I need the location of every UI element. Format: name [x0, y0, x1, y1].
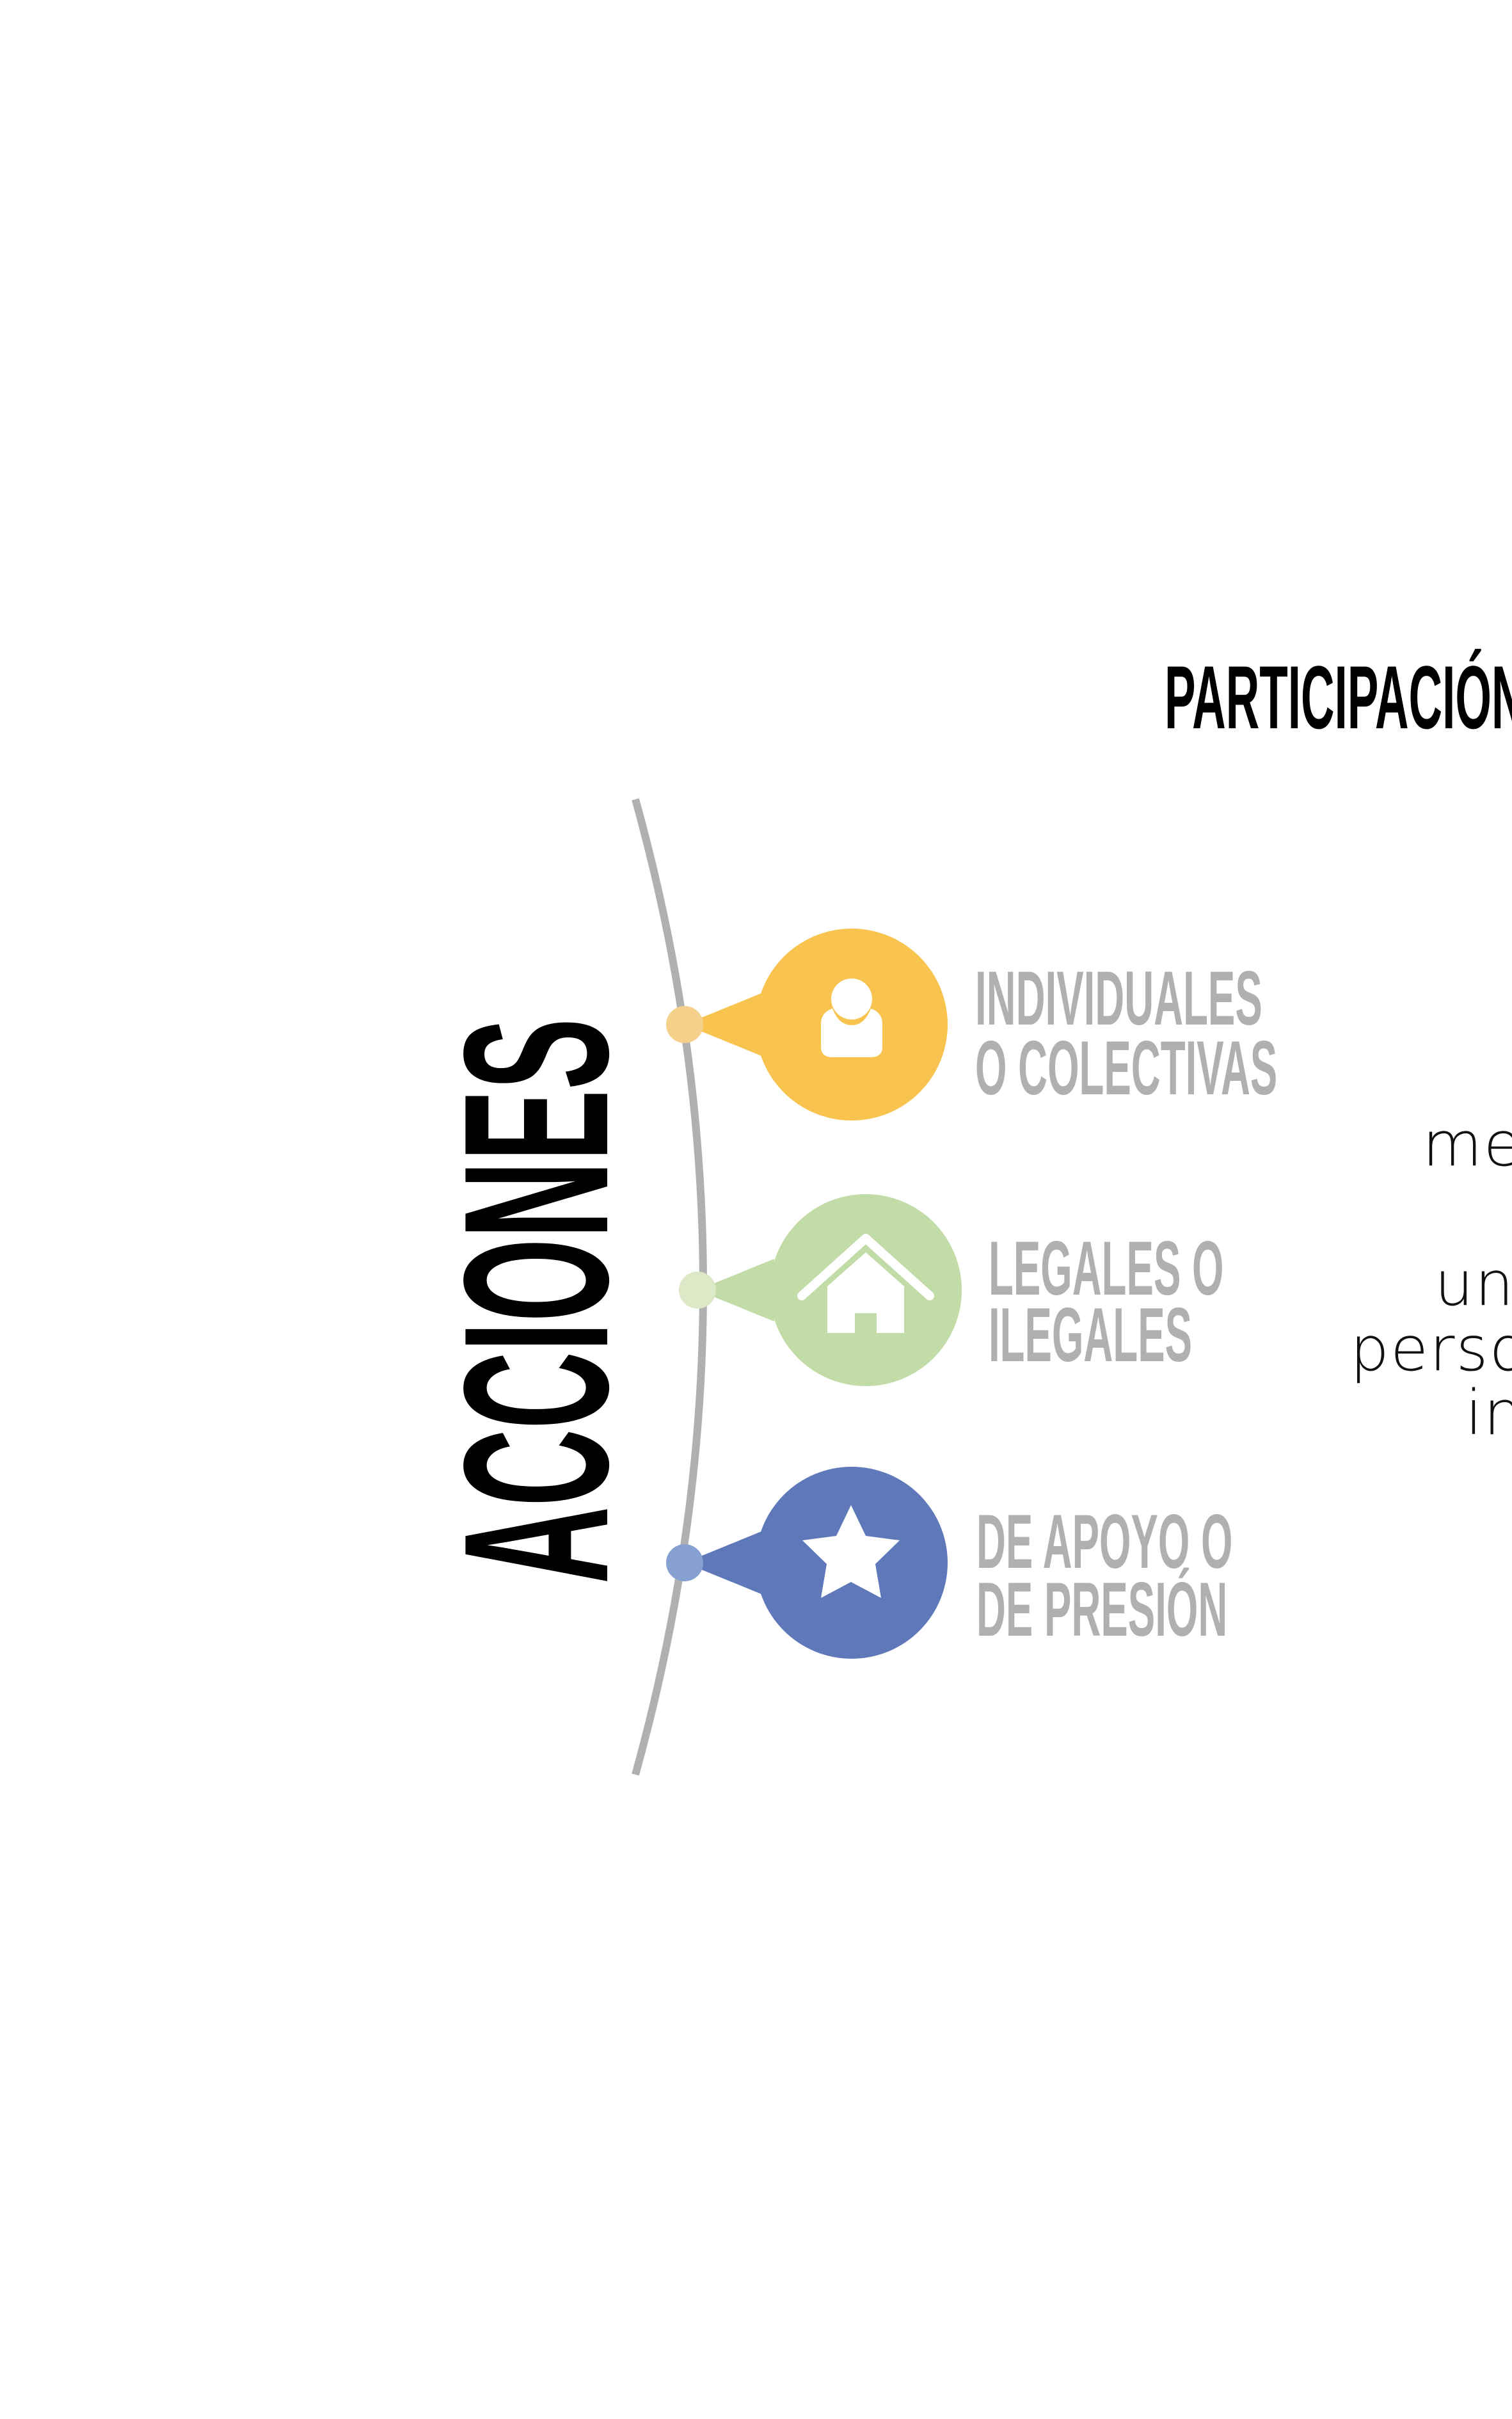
item-3-bubble — [666, 1467, 948, 1659]
star-icon — [802, 1505, 900, 1598]
timeline-dot-1 — [666, 1006, 703, 1043]
item-2-bubble — [679, 1194, 962, 1386]
item-3-label-line1: DE APOYO O — [976, 1499, 1233, 1585]
item-1-label-line2: O COLECTIVAS — [975, 1025, 1278, 1111]
description-fragment-2: un — [1435, 1248, 1512, 1320]
item-1-bubble — [666, 929, 948, 1121]
section-heading: ACCIONES — [422, 1018, 651, 1584]
house-icon — [797, 1234, 934, 1333]
item-2-label-line1: LEGALES O — [989, 1225, 1224, 1311]
item-1-label-line1: INDIVIDUALES — [975, 955, 1262, 1041]
item-2-label-line2: ILEGALES — [989, 1292, 1193, 1378]
person-icon — [821, 978, 882, 1057]
description-fragment-1: me — [1422, 1108, 1512, 1180]
timeline-dot-2 — [679, 1272, 716, 1309]
page-title: PARTICIPACIÓN — [1165, 647, 1512, 747]
description-fragment-3: perso — [1350, 1313, 1512, 1385]
item-3-label-line2: DE PRESIÓN — [976, 1567, 1228, 1652]
timeline-dot-3 — [666, 1544, 703, 1581]
description-fragment-4: in — [1465, 1377, 1512, 1449]
